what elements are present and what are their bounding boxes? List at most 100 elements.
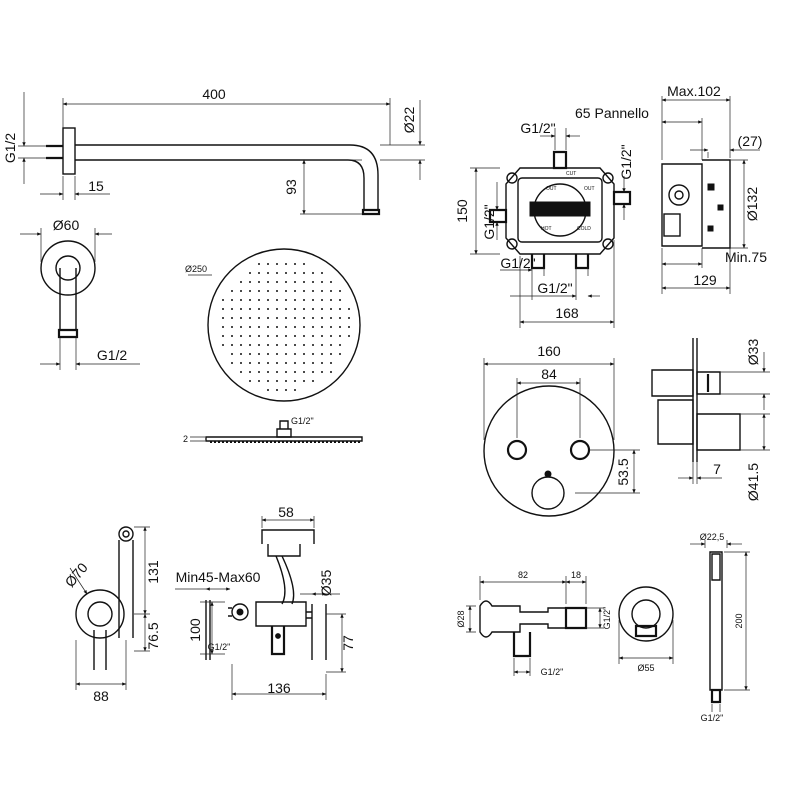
nozzle-dot xyxy=(267,299,269,301)
nozzle-dot xyxy=(258,272,260,274)
nozzle-dot xyxy=(312,380,314,382)
spray-holder-width-label: 58 xyxy=(278,504,294,520)
nozzle-dot xyxy=(330,317,332,319)
side-nozzle xyxy=(334,441,336,443)
nozzle-dot xyxy=(276,263,278,265)
nozzle-dot xyxy=(321,362,323,364)
nozzle-dot xyxy=(330,308,332,310)
arm-offset-label: 15 xyxy=(88,178,104,194)
side-nozzle xyxy=(282,441,284,443)
nozzle-dot xyxy=(303,263,305,265)
flange-diameter-label: Ø60 xyxy=(53,217,80,233)
nozzle-dot xyxy=(222,344,224,346)
nozzle-dot xyxy=(240,353,242,355)
nozzle-dot xyxy=(240,299,242,301)
side-nozzle xyxy=(250,441,252,443)
nozzle-dot xyxy=(267,389,269,391)
spray-diameter-label: Ø35 xyxy=(318,570,334,597)
nozzle-dot xyxy=(285,299,287,301)
nozzle-dot xyxy=(222,335,224,337)
nozzle-dot xyxy=(330,281,332,283)
bidet-valve-diameter-label: Ø70 xyxy=(62,559,91,590)
nozzle-dot xyxy=(303,272,305,274)
nozzle-dot xyxy=(276,299,278,301)
nozzle-dot xyxy=(294,371,296,373)
nozzle-dot xyxy=(303,353,305,355)
nozzle-dot xyxy=(276,308,278,310)
nozzle-dot xyxy=(339,344,341,346)
nozzle-dot xyxy=(321,317,323,319)
side-nozzle xyxy=(302,441,304,443)
nozzle-dot xyxy=(249,281,251,283)
nozzle-dot xyxy=(258,353,260,355)
nozzle-dot xyxy=(240,344,242,346)
spray-thread-label: G1/2" xyxy=(208,642,231,652)
connector-depth-label: 18 xyxy=(571,570,581,580)
nozzle-dot xyxy=(231,290,233,292)
nozzle-dot xyxy=(285,344,287,346)
nozzle-dot xyxy=(285,317,287,319)
nozzle-dot xyxy=(231,326,233,328)
side-nozzle xyxy=(354,441,356,443)
nozzle-dot xyxy=(285,371,287,373)
nozzle-dot xyxy=(303,380,305,382)
nozzle-dot xyxy=(330,371,332,373)
side-nozzle xyxy=(338,441,340,443)
nozzle-dot xyxy=(240,326,242,328)
side-nozzle xyxy=(238,441,240,443)
side-nozzle xyxy=(262,441,264,443)
nozzle-dot xyxy=(312,371,314,373)
side-nozzle xyxy=(326,441,328,443)
nozzle-dot xyxy=(339,299,341,301)
nozzle-dot xyxy=(285,380,287,382)
nozzle-dot xyxy=(258,362,260,364)
mixer-cold-label: COLD xyxy=(577,226,591,232)
side-nozzle xyxy=(274,441,276,443)
nozzle-dot xyxy=(258,317,260,319)
nozzle-dot xyxy=(321,272,323,274)
shower-head-side-nozzles xyxy=(210,441,360,443)
nozzle-dot xyxy=(267,290,269,292)
nozzle-dot xyxy=(330,344,332,346)
nozzle-dot xyxy=(303,281,305,283)
nozzle-dot xyxy=(294,389,296,391)
side-nozzle xyxy=(286,441,288,443)
nozzle-dot xyxy=(276,353,278,355)
nozzle-dot xyxy=(249,290,251,292)
head-diameter-label: Ø250 xyxy=(185,264,207,274)
hose-outlet-drawing xyxy=(618,586,674,664)
nozzle-dot xyxy=(276,362,278,364)
nozzle-dot xyxy=(240,290,242,292)
nozzle-dot xyxy=(321,308,323,310)
nozzle-dot xyxy=(303,344,305,346)
nozzle-dot xyxy=(294,272,296,274)
nozzle-dot xyxy=(231,344,233,346)
nozzle-dot xyxy=(321,326,323,328)
nozzle-dot xyxy=(330,326,332,328)
side-nozzle xyxy=(214,441,216,443)
nozzle-dot xyxy=(330,335,332,337)
nozzle-dot xyxy=(312,272,314,274)
nozzle-dot xyxy=(258,290,260,292)
nozzle-dot xyxy=(285,362,287,364)
nozzle-dot xyxy=(294,263,296,265)
nozzle-dot xyxy=(222,317,224,319)
arm-thread-stub xyxy=(46,144,63,160)
side-nozzle xyxy=(218,441,220,443)
side-nozzle xyxy=(330,441,332,443)
mixer-side-drawing xyxy=(661,96,760,294)
nozzle-dot xyxy=(285,335,287,337)
nozzle-dot xyxy=(339,317,341,319)
mixer-width-label: 168 xyxy=(555,305,579,321)
nozzle-dot xyxy=(339,335,341,337)
side-nozzle xyxy=(294,441,296,443)
nozzle-dot xyxy=(285,389,287,391)
mixer-box-drawing xyxy=(470,128,632,328)
control-bottom-diameter-label: Ø41.5 xyxy=(745,463,761,501)
nozzle-dot xyxy=(294,290,296,292)
nozzle-dot xyxy=(303,326,305,328)
shower-head-nozzles xyxy=(222,263,350,391)
nozzle-dot xyxy=(258,380,260,382)
nozzle-dot xyxy=(249,335,251,337)
nozzle-dot xyxy=(258,335,260,337)
